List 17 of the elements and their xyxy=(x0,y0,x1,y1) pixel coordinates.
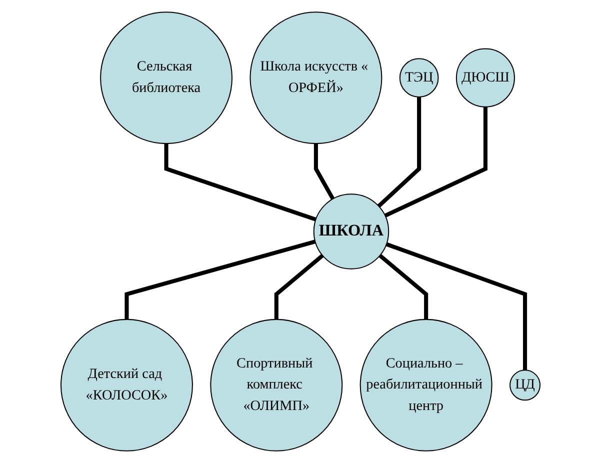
connector xyxy=(386,242,528,370)
node-circle: ШКОЛА xyxy=(313,194,390,270)
node-circle: ТЭЦ xyxy=(399,58,439,98)
connector xyxy=(314,144,335,200)
node-circle: Социально – реабилитационный центр xyxy=(360,318,492,452)
node-circle: Школа искусств « ОРФЕЙ» xyxy=(250,12,382,144)
connector xyxy=(124,240,316,320)
connector xyxy=(384,106,488,218)
connector xyxy=(274,254,324,320)
node-circle: Сельская библиотека xyxy=(100,12,233,144)
connector xyxy=(164,144,316,222)
connector xyxy=(378,254,428,320)
connector xyxy=(377,97,422,208)
node-circle: ДЮСШ xyxy=(456,48,515,108)
node-circle: ЦД xyxy=(510,370,541,401)
node-circle: Детский сад «КОЛОСОК» xyxy=(60,318,193,452)
node-circle: Спортивный комплекс «ОЛИМП» xyxy=(210,318,343,452)
